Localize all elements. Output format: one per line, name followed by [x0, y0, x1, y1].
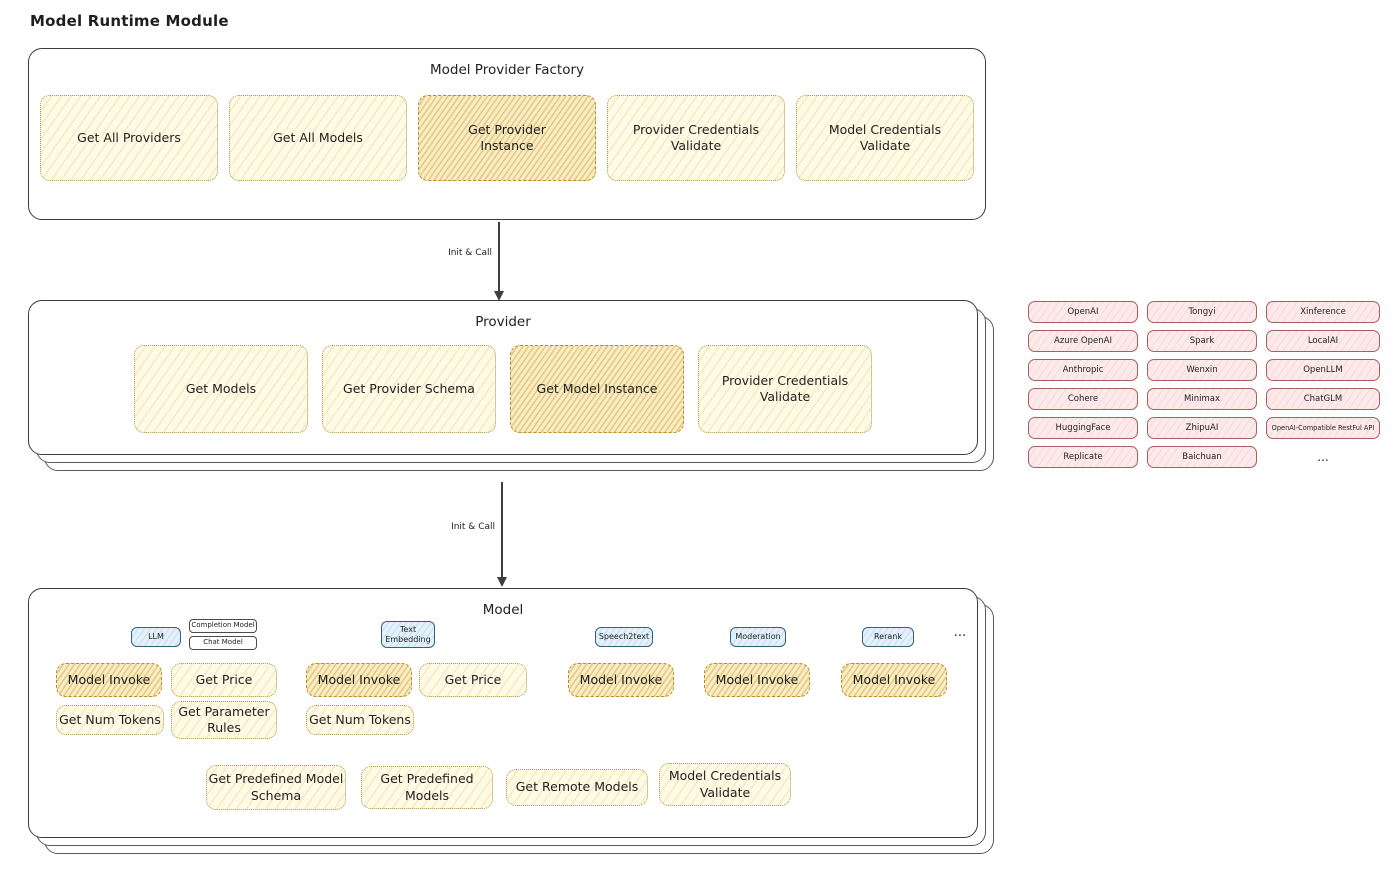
llm-model-invoke: Model Invoke: [56, 663, 162, 697]
arrow-head-icon: [496, 577, 507, 587]
embedding-get-price: Get Price: [419, 663, 527, 697]
vendor-baichuan: Baichuan: [1147, 446, 1257, 468]
moderation-model-invoke: Model Invoke: [704, 663, 810, 697]
tab-speech2text: Speech2text: [595, 627, 653, 647]
vendor-tongyi: Tongyi: [1147, 301, 1257, 323]
vendor-cohere: Cohere: [1028, 388, 1138, 410]
factory-title: Model Provider Factory: [429, 62, 584, 78]
get-all-models: Get All Models: [229, 95, 407, 181]
tab-completion-model: Completion Model: [189, 619, 257, 633]
vendor-chatglm: ChatGLM: [1266, 388, 1380, 410]
vendor-wenxin: Wenxin: [1147, 359, 1257, 381]
arrow-line: [498, 222, 500, 292]
vendor-huggingface: HuggingFace: [1028, 417, 1138, 439]
tab-chat-model: Chat Model: [189, 636, 257, 650]
tab-rerank: Rerank: [862, 627, 914, 647]
vendor-azure-openai: Azure OpenAI: [1028, 330, 1138, 352]
tabs-ellipsis: ...: [953, 624, 967, 640]
vendor-ellipsis: ...: [1317, 450, 1329, 464]
vendor-spark: Spark: [1147, 330, 1257, 352]
vendor-openllm: OpenLLM: [1266, 359, 1380, 381]
arrow-head-icon: [493, 291, 504, 301]
speech2text-model-invoke: Model Invoke: [568, 663, 674, 697]
tab-moderation: Moderation: [730, 627, 786, 647]
vendor-openai: OpenAI: [1028, 301, 1138, 323]
arrow-label-init-call-2: Init & Call: [451, 522, 495, 532]
factory-panel: Model Provider Factory Get All Providers…: [28, 48, 986, 220]
get-models: Get Models: [134, 345, 308, 433]
model-title: Model: [482, 602, 524, 618]
vendor-localai: LocalAI: [1266, 330, 1380, 352]
vendor-replicate: Replicate: [1028, 446, 1138, 468]
embedding-model-invoke: Model Invoke: [306, 663, 412, 697]
llm-get-num-tokens: Get Num Tokens: [56, 705, 164, 735]
embedding-get-num-tokens: Get Num Tokens: [306, 705, 414, 735]
vendor-zhipuai: ZhipuAI: [1147, 417, 1257, 439]
llm-get-price: Get Price: [171, 663, 277, 697]
page-title: Model Runtime Module: [30, 12, 229, 30]
rerank-model-invoke: Model Invoke: [841, 663, 947, 697]
provider-title: Provider: [475, 314, 531, 330]
vendor-minimax: Minimax: [1147, 388, 1257, 410]
get-all-providers: Get All Providers: [40, 95, 218, 181]
vendor-anthropic: Anthropic: [1028, 359, 1138, 381]
vendor-xinference: Xinference: [1266, 301, 1380, 323]
tab-llm: LLM: [131, 627, 181, 647]
get-model-instance: Get Model Instance: [510, 345, 684, 433]
arrow-line: [501, 482, 503, 578]
get-remote-models: Get Remote Models: [506, 769, 648, 806]
get-provider-schema: Get Provider Schema: [322, 345, 496, 433]
arrow-label-init-call-1: Init & Call: [448, 248, 492, 258]
vendor-openai-compatible-restful-api: OpenAI-Compatible RestFul API: [1266, 417, 1380, 439]
